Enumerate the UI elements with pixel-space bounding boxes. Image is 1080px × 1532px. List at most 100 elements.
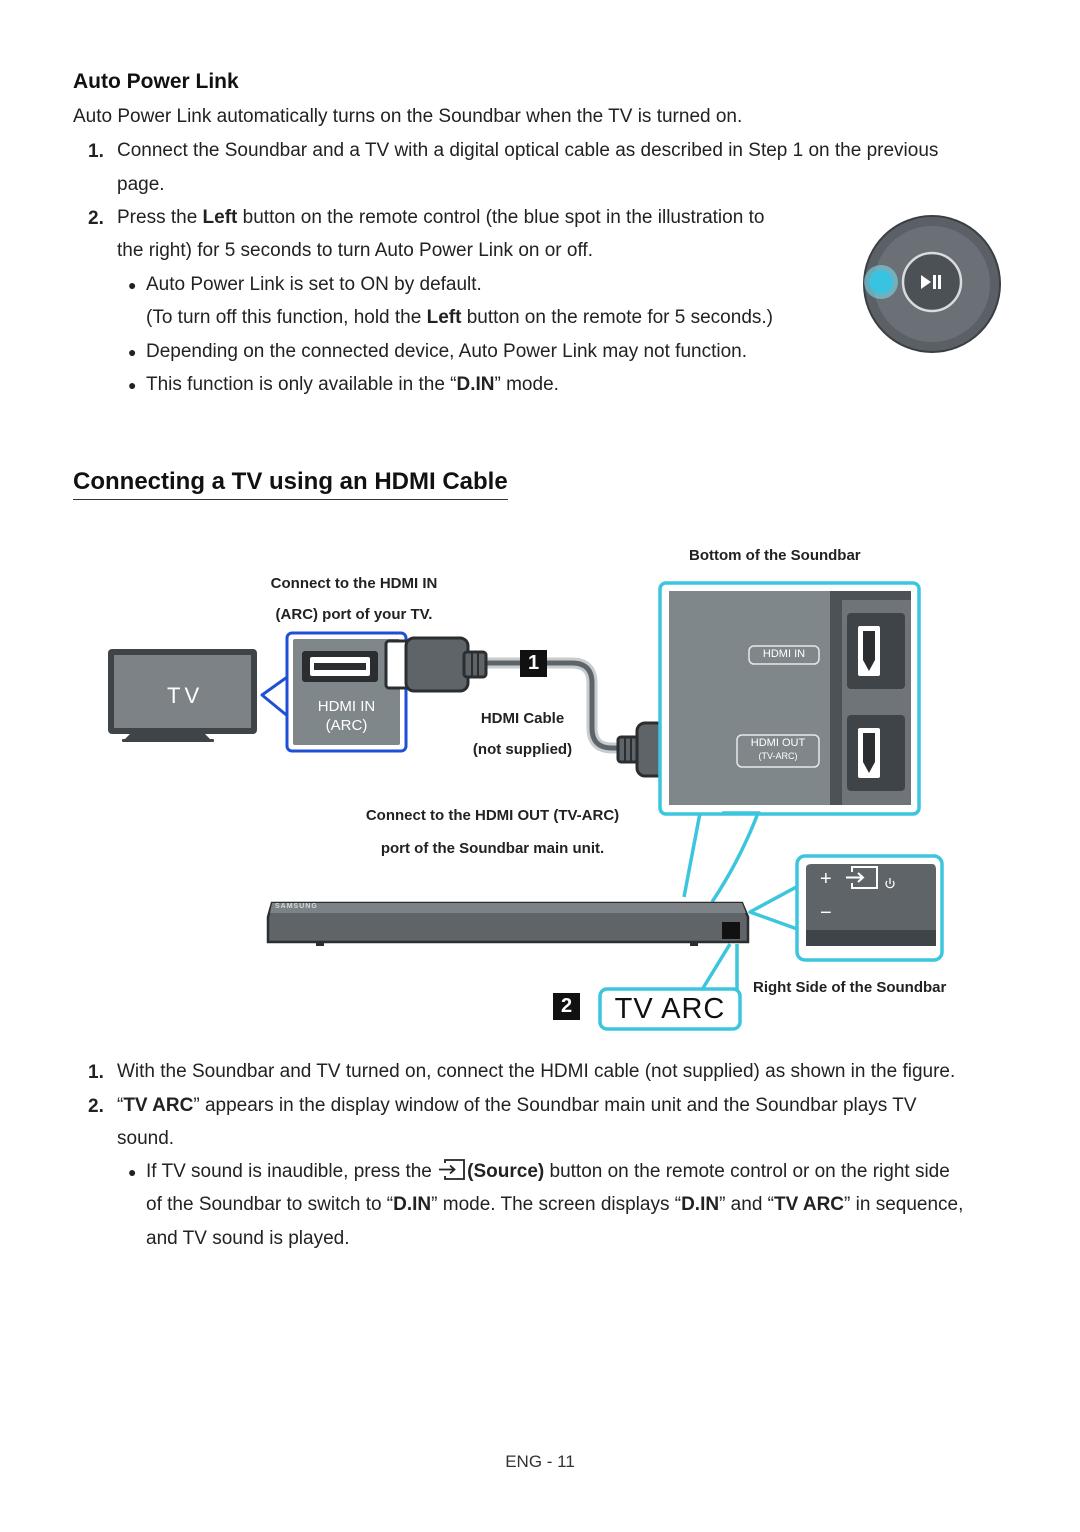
step-marker-1-box bbox=[520, 650, 547, 677]
tv-port-pointer bbox=[260, 673, 292, 720]
text-run: button on the remote for 5 seconds.) bbox=[461, 307, 773, 328]
tv-port-label-line1: HDMI IN bbox=[317, 698, 376, 715]
text-run: ” mode. The screen displays “ bbox=[431, 1194, 682, 1215]
hdmi-step2-text-line1: “TV ARC” appears in the display window o… bbox=[117, 1089, 917, 1123]
bottom-panel bbox=[669, 591, 911, 805]
step-number-1: 1. bbox=[88, 141, 104, 162]
bullet2-text: Depending on the connected device, Auto … bbox=[146, 341, 748, 362]
bottom-panel-edge bbox=[830, 591, 911, 805]
step-marker-2: 2 bbox=[560, 995, 573, 1017]
bold-din-term: D.IN bbox=[393, 1194, 432, 1215]
hdmi-step1-text: With the Soundbar and TV turned on, conn… bbox=[117, 1061, 956, 1082]
right-side-callout-box bbox=[795, 854, 944, 962]
step-marker-1: 1 bbox=[527, 652, 540, 674]
bullet1-subtext: (To turn off this function, hold the Lef… bbox=[146, 301, 773, 335]
tv-port-callout-box bbox=[285, 631, 408, 753]
power-icon bbox=[885, 878, 895, 889]
bold-tv-arc-term: TV ARC bbox=[774, 1194, 845, 1215]
tv-illustration bbox=[108, 649, 257, 742]
bottom-of-soundbar-label: Bottom of the Soundbar bbox=[689, 547, 861, 564]
hdmi-plug-soundbar-end bbox=[616, 721, 721, 778]
bold-din-term: D.IN bbox=[456, 374, 495, 395]
step1-text-line1: Connect the Soundbar and a TV with a dig… bbox=[117, 140, 939, 161]
hdmi-bullet-line2: of the Soundbar to switch to “D.IN” mode… bbox=[146, 1188, 963, 1222]
text-run: ” in sequence, bbox=[844, 1194, 964, 1215]
tv-port-panel bbox=[293, 639, 400, 745]
page-number: ENG - 11 bbox=[505, 1452, 575, 1471]
hdmi-out-label-box bbox=[736, 734, 820, 768]
callout-tv-line1: Connect to the HDMI IN bbox=[270, 575, 438, 592]
bullet-dot: ● bbox=[128, 277, 137, 293]
right-side-pointer bbox=[748, 883, 802, 932]
section-heading-hdmi: Connecting a TV using an HDMI Cable bbox=[73, 468, 508, 500]
soundbar-illustration bbox=[266, 901, 750, 946]
bullet-dot: ● bbox=[128, 1164, 137, 1180]
left-button-spot bbox=[869, 270, 893, 294]
text-run: Press the bbox=[117, 207, 203, 228]
display-pointer-left bbox=[698, 943, 732, 994]
hdmi-out-line1: HDMI OUT bbox=[750, 737, 806, 749]
source-icon bbox=[846, 866, 878, 889]
tv-label: TV bbox=[167, 683, 204, 708]
hdmi-out-line2: (TV-ARC) bbox=[758, 751, 798, 761]
cable-label-line2: (not supplied) bbox=[472, 741, 573, 758]
play-pause-icon bbox=[921, 275, 941, 289]
hdmi-in-socket bbox=[858, 626, 880, 676]
text-run: (To turn off this function, hold the bbox=[146, 307, 427, 328]
hdmi-out-port-label: HDMI OUT (TV-ARC) bbox=[737, 737, 819, 763]
bullet1-text: Auto Power Link is set to ON by default. bbox=[146, 274, 482, 295]
text-run: ” appears in the display window of the S… bbox=[193, 1095, 917, 1116]
text-run: “ bbox=[117, 1095, 124, 1116]
step-marker-2-box bbox=[553, 993, 580, 1020]
bold-tv-arc-term: TV ARC bbox=[123, 1095, 194, 1116]
hdmi-in-port-housing bbox=[847, 613, 905, 689]
callout-soundbar-line1: Connect to the HDMI OUT (TV-ARC) bbox=[365, 807, 620, 824]
hdmi-cable-outline bbox=[480, 657, 630, 754]
hdmi-bullet-line3: and TV sound is played. bbox=[146, 1228, 350, 1249]
tv-port-label: HDMI IN (ARC) bbox=[293, 697, 400, 735]
minus-button-label: − bbox=[820, 902, 832, 924]
bottom-callout-box bbox=[658, 581, 921, 816]
soundbar-display-window bbox=[722, 922, 740, 939]
text-run: button on the remote control or on the r… bbox=[544, 1161, 950, 1182]
hdmi-step-number-2: 2. bbox=[88, 1096, 104, 1117]
bottom-callout-pointer-right bbox=[710, 811, 761, 903]
text-run: If TV sound is inaudible, press the bbox=[146, 1161, 438, 1182]
bold-left-term: Left bbox=[426, 307, 462, 328]
step2-text-line1: Press the Left button on the remote cont… bbox=[117, 201, 764, 235]
callout-tv-line2: (ARC) port of your TV. bbox=[275, 606, 433, 623]
bold-left-term: Left bbox=[202, 207, 238, 228]
bullet3-text: This function is only available in the “… bbox=[146, 368, 559, 402]
remote-control-illustration bbox=[863, 215, 1001, 353]
tv-arc-display-text: TV ARC bbox=[614, 993, 726, 1025]
cable-label-line1: HDMI Cable bbox=[480, 710, 565, 727]
hdmi-cable-label: HDMI Cable (not supplied) bbox=[455, 703, 590, 765]
play-pause-button bbox=[901, 251, 963, 313]
hdmi-step-number-1: 1. bbox=[88, 1062, 104, 1083]
hdmi-in-label-box bbox=[748, 645, 820, 665]
hdmi-bullet-line1: If TV sound is inaudible, press the (Sou… bbox=[146, 1155, 950, 1189]
callout-tv-port: Connect to the HDMI IN (ARC) port of you… bbox=[240, 568, 468, 630]
section-heading-auto-power-link: Auto Power Link bbox=[73, 70, 239, 93]
hdmi-step2-text-line2: sound. bbox=[117, 1128, 175, 1149]
source-icon bbox=[439, 1159, 466, 1180]
plus-button-label: + bbox=[820, 868, 832, 890]
text-run: button on the remote control (the blue s… bbox=[237, 207, 765, 228]
hdmi-plug-tv-end bbox=[384, 636, 488, 693]
callout-soundbar-port: Connect to the HDMI OUT (TV-ARC) port of… bbox=[340, 799, 645, 865]
callout-soundbar-line2: port of the Soundbar main unit. bbox=[380, 840, 605, 857]
text-run: This function is only available in the “ bbox=[146, 374, 457, 395]
tv-hdmi-socket bbox=[302, 651, 378, 682]
hdmi-cable bbox=[480, 660, 630, 751]
right-side-panel bbox=[806, 864, 936, 946]
bottom-callout-pointer-left bbox=[682, 812, 702, 898]
hdmi-out-socket bbox=[858, 728, 880, 778]
brand-logo: SAMSUNG bbox=[275, 903, 318, 910]
bold-din-term: D.IN bbox=[681, 1194, 720, 1215]
step1-text-line2: page. bbox=[117, 174, 165, 195]
hdmi-in-port-label: HDMI IN bbox=[762, 648, 806, 660]
step-number-2: 2. bbox=[88, 208, 104, 229]
text-run: ” and “ bbox=[719, 1194, 774, 1215]
hdmi-out-port-housing bbox=[847, 715, 905, 791]
intro-paragraph: Auto Power Link automatically turns on t… bbox=[73, 106, 743, 127]
